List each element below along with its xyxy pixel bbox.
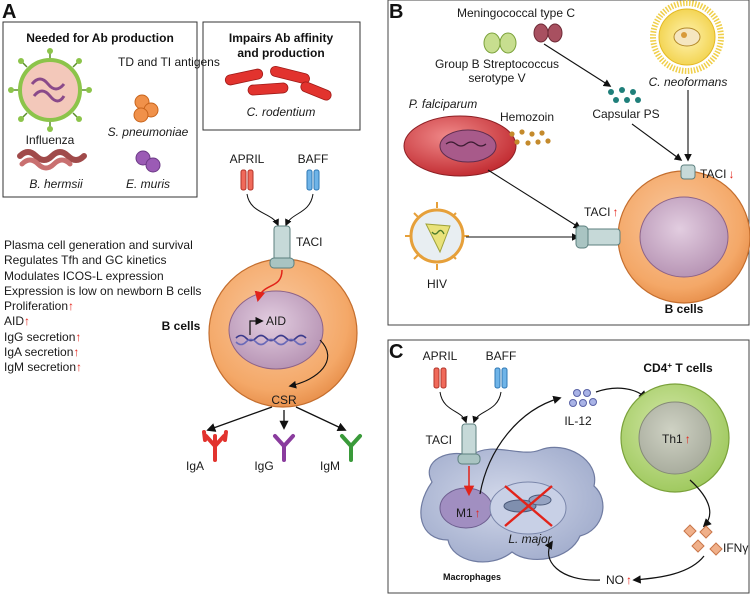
impairs-box-title-line1: Impairs Ab affinity (229, 31, 334, 45)
csr-label: CSR (271, 393, 297, 407)
panel-b-label: B (389, 1, 403, 23)
group-b-line1: Group B Streptococcus (435, 57, 559, 71)
april-label-a: APRIL (230, 152, 265, 166)
igg-label: IgG (254, 459, 273, 473)
taci-label-a: TACI (296, 235, 322, 249)
april-ligand-icon-c (433, 367, 447, 389)
taci-down-arrow: ↓ (728, 167, 734, 181)
baff-label-c: BAFF (486, 349, 517, 363)
function-item-9: IgM secretion↑ (4, 360, 83, 375)
baff-label-a: BAFF (298, 152, 329, 166)
impairs-box-title-line2: and production (237, 46, 324, 60)
iga-antibody-icon (202, 430, 228, 462)
taci-receptor-a (269, 225, 295, 269)
antigens-label: TD and TI antigens (118, 55, 220, 69)
hemozoin-label: Hemozoin (500, 110, 554, 124)
m1-label: M1↑ (456, 506, 481, 520)
e-muris-icon (135, 150, 161, 173)
taci-up-arrow: ↑ (612, 205, 618, 219)
function-item-5: Proliferation↑ (4, 299, 75, 314)
function-item-6: AID↑ (4, 314, 31, 329)
c-neoformans-label: C. neoformans (649, 75, 728, 89)
needed-box-title: Needed for Ab production (26, 31, 174, 45)
igg-antibody-icon (273, 434, 295, 462)
capsular-ps-icon (608, 87, 641, 103)
hemozoin-icon (509, 129, 551, 146)
impairs-ab-box: Impairs Ab affinity and production C. ro… (202, 21, 361, 131)
influenza-virus-icon (8, 48, 92, 132)
b-cell-a (208, 258, 358, 408)
ifng-label: IFNγ (723, 541, 748, 555)
needed-for-ab-box: Needed for Ab production Influenza TD an… (2, 21, 220, 198)
igm-antibody-icon (340, 434, 362, 462)
function-item-7: IgG secretion↑ (4, 329, 82, 344)
l-major-parasite-icon (503, 494, 552, 513)
b-cell-b (617, 170, 750, 304)
april-label-c: APRIL (423, 349, 458, 363)
p-falciparum-icon (403, 115, 517, 177)
panel-c-label: C (389, 341, 403, 363)
il12-cytokine-icon (569, 389, 597, 407)
il12-label: IL-12 (564, 414, 592, 428)
taci-receptor-c (457, 423, 481, 465)
c-neoformans-icon (650, 0, 724, 74)
aid-label-a: AID (266, 314, 286, 328)
function-item-4: Expression is low on newborn B cells (4, 283, 202, 298)
panel-b-frame (387, 0, 750, 326)
taci-functions-list: Plasma cell generation and survival Regu… (4, 238, 201, 376)
s-pneumoniae-label: S. pneumoniae (108, 125, 189, 139)
taci-receptor-b-top (680, 164, 696, 180)
function-item-8: IgA secretion↑ (4, 345, 80, 360)
capsular-ps-label: Capsular PS (592, 107, 659, 121)
cd4-t-cell (620, 383, 730, 493)
taci-down-label: TACI↓ (700, 167, 734, 181)
april-ligand-icon-a (240, 169, 254, 191)
hiv-icon (405, 202, 469, 270)
meningococcal-label: Meningococcal type C (457, 6, 575, 20)
group-b-strep-icon (483, 32, 517, 54)
panel-a-label: A (2, 1, 16, 23)
s-pneumoniae-icon (133, 94, 159, 123)
l-major-label: L. major (508, 532, 552, 546)
no-label: NO↑ (606, 573, 632, 587)
p-falciparum-label: P. falciparum (409, 97, 477, 111)
cd4-t-cells-label: CD4+ T cells (643, 361, 713, 376)
th1-label: Th1↑ (662, 432, 691, 446)
no-up-arrow: ↑ (626, 573, 632, 587)
igm-label: IgM (320, 459, 340, 473)
taci-receptor-b-side (575, 225, 621, 249)
iga-label: IgA (186, 459, 204, 473)
macrophages-label: Macrophages (443, 572, 501, 582)
ifng-cytokine-icon (683, 524, 723, 556)
taci-label-c: TACI (426, 433, 452, 447)
influenza-label: Influenza (26, 133, 75, 147)
baff-ligand-icon-a (306, 169, 320, 191)
baff-ligand-icon-c (494, 367, 508, 389)
taci-up-label: TACI↑ (584, 205, 618, 219)
m1-up-arrow: ↑ (475, 506, 481, 520)
group-b-line2: serotype V (468, 71, 525, 85)
c-rodentium-label: C. rodentium (247, 105, 316, 119)
meningococcal-icon (533, 23, 563, 43)
function-item-3: Modulates ICOS-L expression (4, 268, 164, 283)
b-cells-label-b: B cells (665, 302, 704, 316)
th1-up-arrow: ↑ (685, 432, 691, 446)
c-rodentium-icon (224, 65, 332, 101)
function-item-1: Plasma cell generation and survival (4, 238, 193, 252)
b-cells-label-a: B cells (162, 319, 201, 333)
panel-c-frame (387, 339, 750, 594)
macrophage (420, 446, 604, 563)
b-hermsii-icon (17, 149, 87, 171)
b-hermsii-label: B. hermsii (29, 177, 83, 191)
hiv-label: HIV (427, 277, 447, 291)
function-item-2: Regulates Tfh and GC kinetics (4, 253, 167, 268)
e-muris-label: E. muris (126, 177, 170, 191)
